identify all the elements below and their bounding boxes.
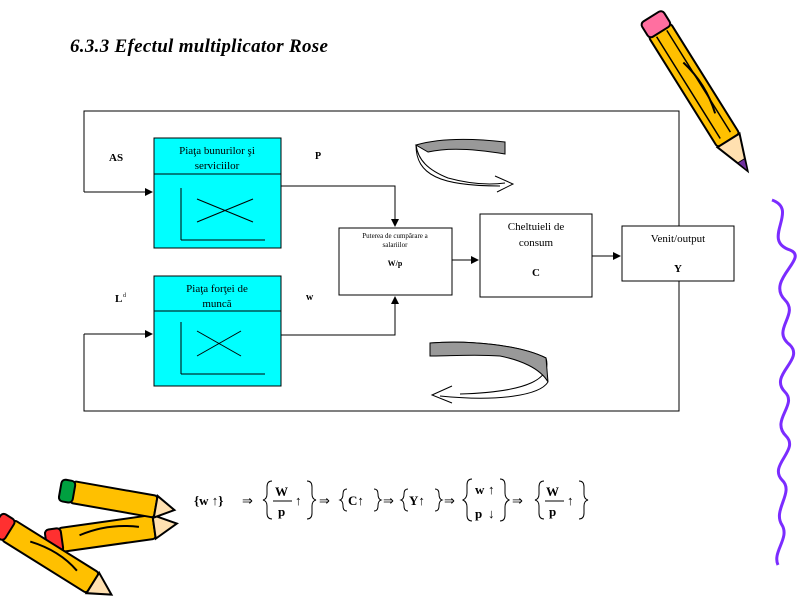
formula-w-2: w	[475, 482, 485, 497]
consumption-line1: Cheltuieli de	[508, 221, 565, 233]
income-box: Venit/output Y	[621, 225, 735, 282]
goods-market-graph	[180, 188, 265, 241]
brace-right-4	[499, 478, 511, 522]
formula-p-3: p	[549, 504, 556, 519]
w-connector	[281, 296, 399, 336]
formula-up-2: ↑	[488, 482, 495, 497]
top-curved-arrow	[414, 138, 515, 193]
purchasing-power-symbol: W/p	[388, 259, 403, 268]
purchasing-power-box: Puterea de cumpărare a salariilor W/p	[338, 227, 453, 296]
as-label: AS	[109, 152, 123, 164]
consumption-line2: consum	[519, 237, 554, 249]
formula-implies-1: ⇒	[242, 493, 253, 508]
formula: {w ↑} ⇒ W p ↑ ⇒ C↑ ⇒ Y↑ ⇒ w ↑ p ↓ ⇒ W p …	[194, 478, 589, 522]
goods-market-line1: Piaţa bunurilor şi	[179, 145, 255, 157]
bottom-curved-arrow	[429, 341, 549, 404]
squiggle-line	[771, 198, 797, 566]
w-label: w	[306, 292, 314, 303]
ld-sup-label: d	[123, 293, 126, 299]
formula-implies-5: ⇒	[512, 493, 523, 508]
income-line1: Venit/output	[651, 233, 705, 245]
goods-market-box: Piaţa bunurilor şi serviciilor	[153, 137, 282, 249]
formula-up-1: ↑	[295, 493, 302, 508]
income-symbol: Y	[674, 263, 682, 275]
formula-W-2: W	[546, 484, 559, 499]
formula-down-1: ↓	[488, 506, 495, 521]
formula-p-2: p	[475, 506, 482, 521]
brace-right-3	[434, 488, 444, 512]
goods-market-line2: serviciilor	[195, 160, 240, 172]
ld-label: L	[115, 293, 122, 305]
formula-Y-up: Y↑	[409, 493, 425, 508]
formula-W-1: W	[275, 484, 288, 499]
brace-right-2	[373, 488, 383, 512]
formula-w-up: {w ↑}	[194, 493, 223, 508]
formula-p-1: p	[278, 504, 285, 519]
labor-market-line1: Piaţa forţei de	[186, 283, 248, 295]
labor-market-graph	[180, 322, 265, 375]
consumption-box: Cheltuieli de consum C	[479, 213, 593, 298]
formula-C-up: C↑	[348, 493, 364, 508]
labor-market-box: Piaţa forţei de muncă	[153, 275, 282, 387]
brace-left-2	[338, 488, 348, 512]
formula-implies-4: ⇒	[444, 493, 455, 508]
brace-right-1	[306, 480, 317, 520]
consumption-symbol: C	[532, 267, 540, 279]
slide-title: 6.3.3 Efectul multiplicator Rose	[70, 36, 329, 57]
brace-left-4	[461, 478, 473, 522]
brace-left-3	[399, 488, 409, 512]
pencil-icon	[640, 10, 750, 174]
purchasing-power-line1: Puterea de cumpărare a	[362, 232, 428, 240]
formula-implies-2: ⇒	[319, 493, 330, 508]
purchasing-power-line2: salariilor	[383, 241, 409, 249]
crayons-icon	[0, 478, 179, 596]
p-connector	[281, 185, 399, 227]
brace-right-5	[578, 480, 589, 520]
brace-left-5	[534, 480, 545, 520]
labor-market-line2: muncă	[202, 298, 231, 310]
p-label: P	[315, 151, 321, 162]
formula-implies-3: ⇒	[383, 493, 394, 508]
formula-up-3: ↑	[567, 493, 574, 508]
brace-left-1	[262, 480, 273, 520]
